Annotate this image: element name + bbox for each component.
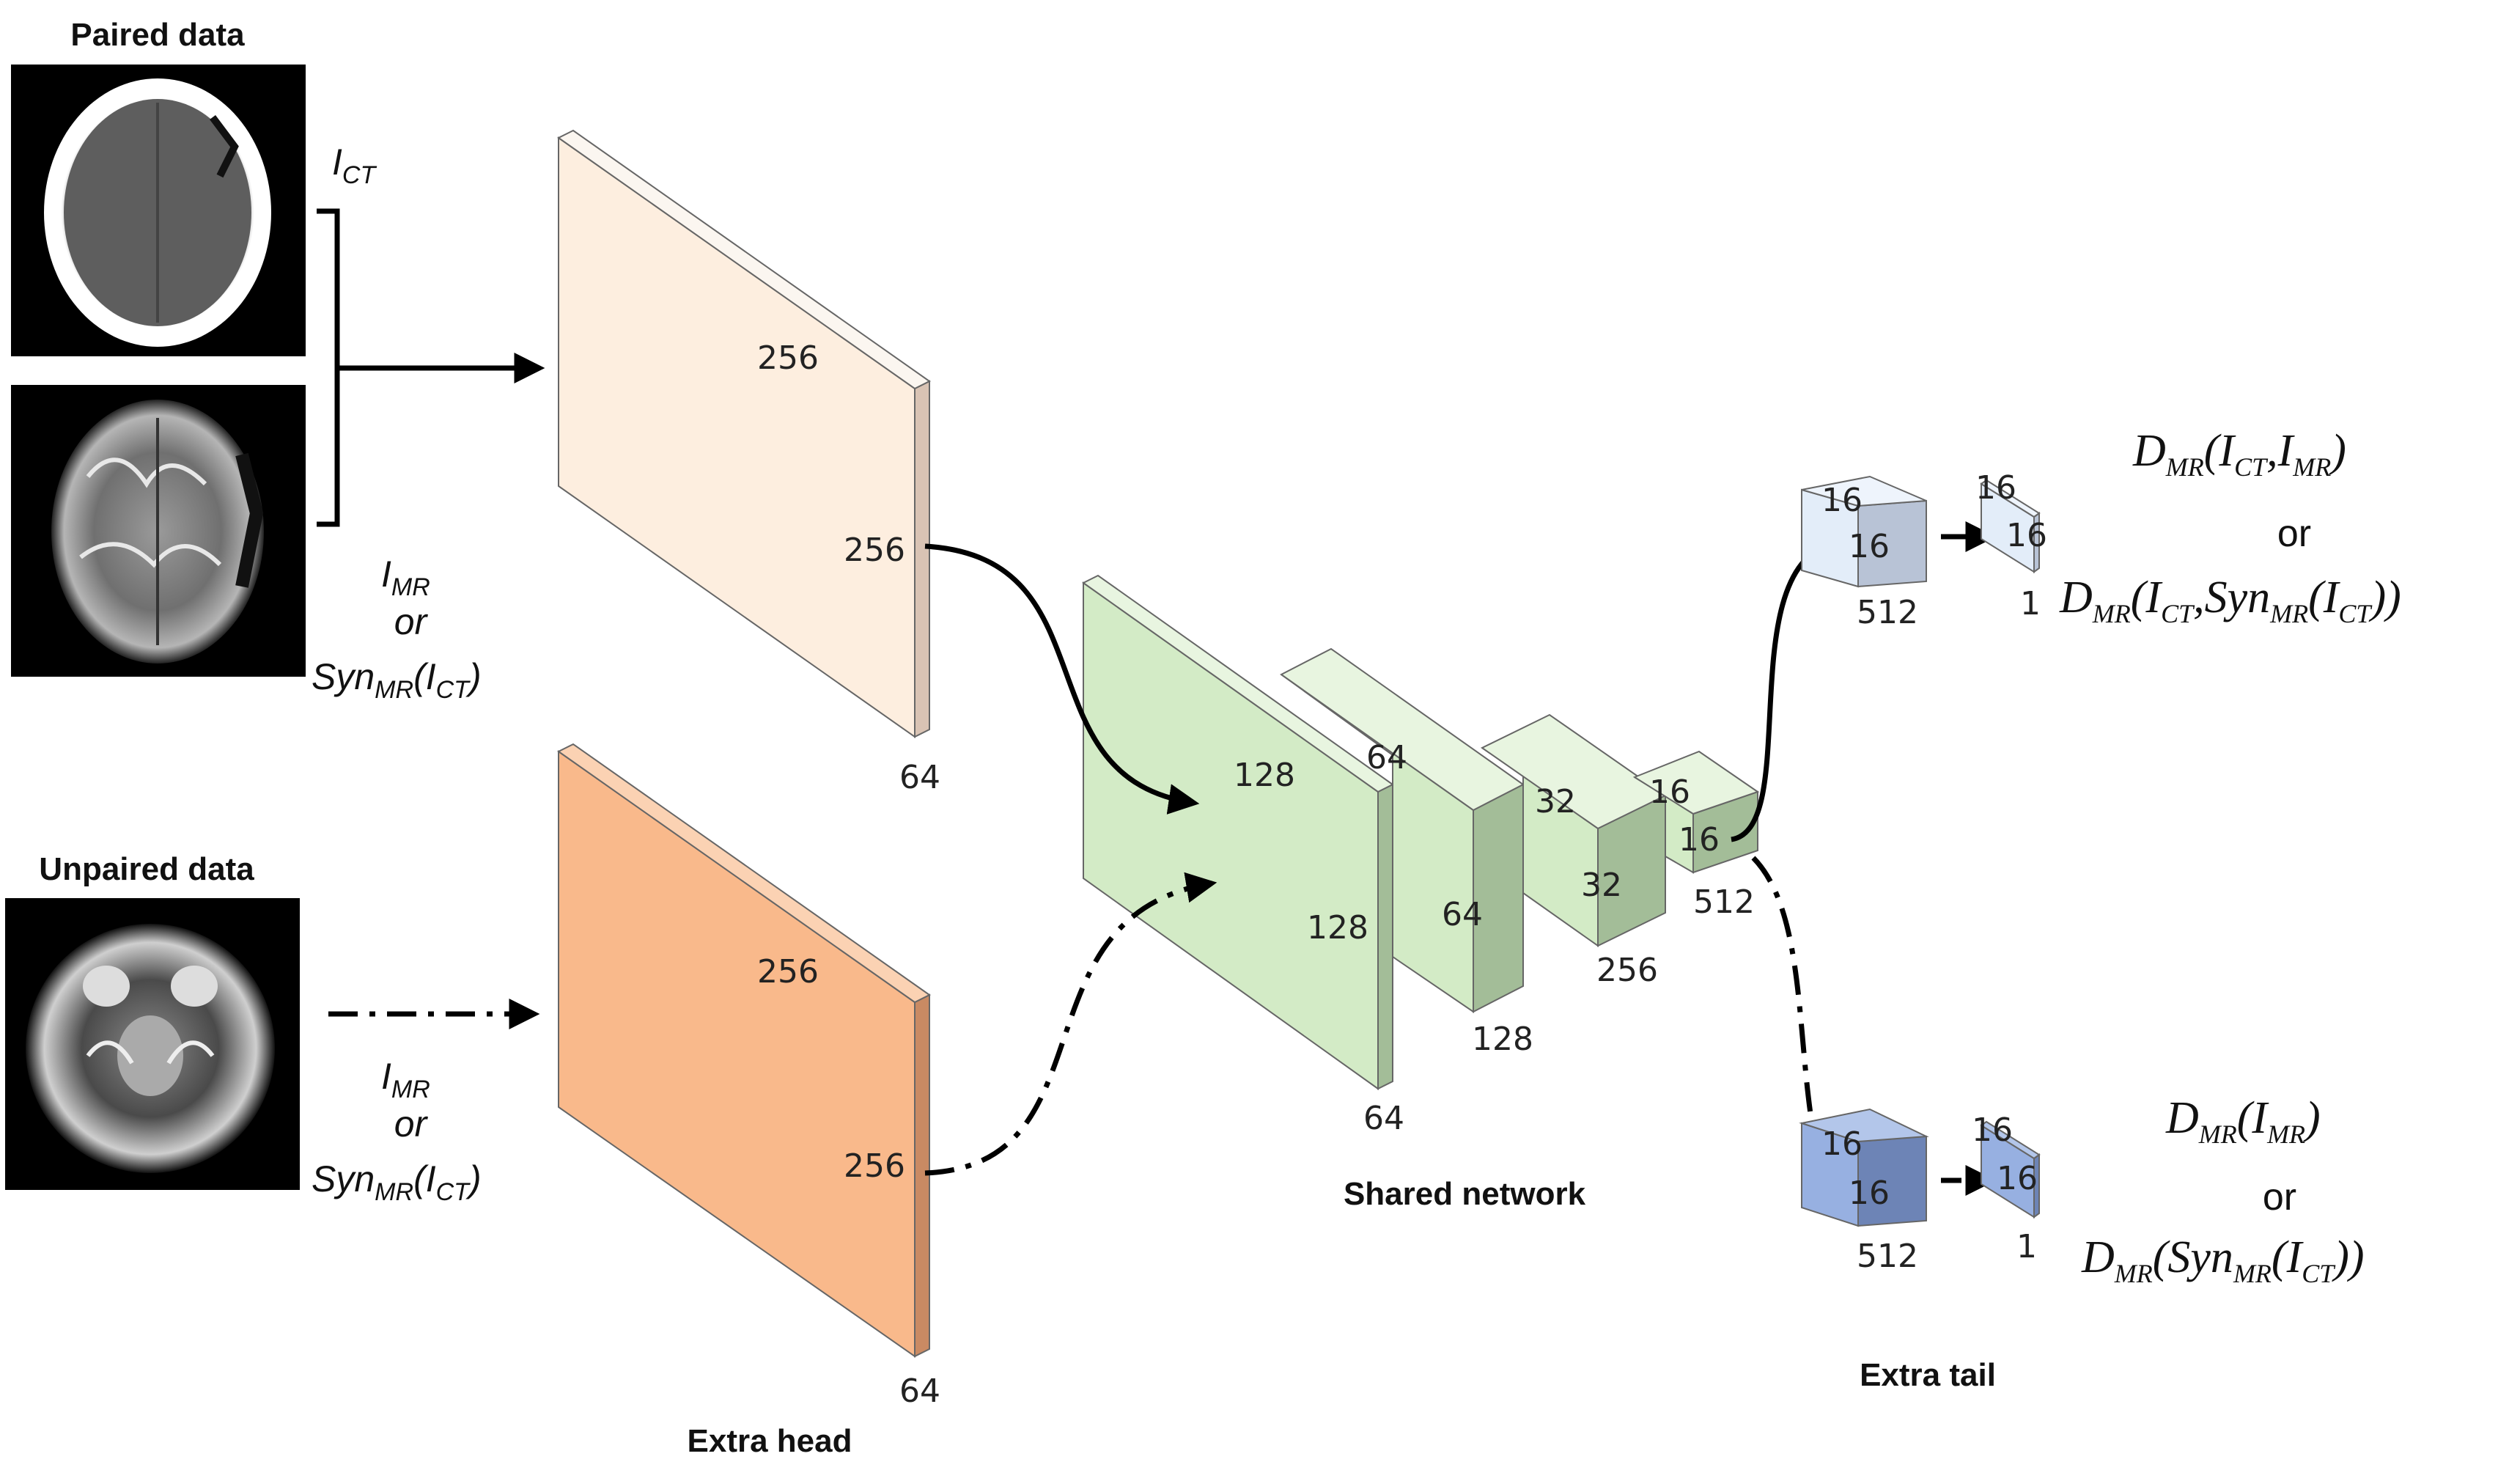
- shared-4-depth: 512: [1693, 883, 1755, 921]
- imr-or-syn-label-unpaired: IMR or SynMR(ICT): [312, 1056, 482, 1206]
- head-paired-depth: 64: [899, 759, 940, 796]
- paired-bracket: [317, 208, 539, 527]
- svg-text:or: or: [394, 1103, 429, 1144]
- tail-unpaired-out-width: 16: [1972, 1111, 2013, 1149]
- extra-head-label: Extra head: [688, 1423, 852, 1459]
- paired-data-label: Paired data: [70, 17, 245, 53]
- head-paired-block: 256 256 64: [557, 129, 940, 796]
- svg-text:DMR(SynMR(ICT)): DMR(SynMR(ICT)): [2081, 1232, 2365, 1288]
- tail-unpaired-output: 16 16 1: [1972, 1111, 2041, 1265]
- formula-unpaired-2: DMR(SynMR(ICT)): [2081, 1232, 2365, 1288]
- formula-unpaired-or: or: [2263, 1176, 2296, 1219]
- tail-unpaired-cube-width: 16: [1821, 1125, 1863, 1163]
- tail-paired-cube-height: 16: [1849, 528, 1890, 565]
- shared-layer-3: 32 32 256: [1481, 713, 1667, 989]
- svg-text:IMR: IMR: [381, 554, 430, 601]
- shared-3-depth: 256: [1596, 952, 1658, 989]
- shared-1-depth: 64: [1363, 1100, 1404, 1137]
- shared-layer-1: 128 128 64: [1082, 574, 1404, 1137]
- head-unpaired-block: 256 256 64: [557, 743, 940, 1410]
- tail-paired-output: 16 16 1: [1975, 469, 2047, 622]
- tail-paired-cube-depth: 512: [1857, 594, 1918, 631]
- shared-4-width: 16: [1649, 773, 1690, 811]
- svg-text:ICT: ICT: [332, 142, 377, 189]
- tail-paired-cube: 16 16 512: [1801, 475, 1927, 631]
- shared-network-label: Shared network: [1344, 1176, 1586, 1212]
- head-paired-top: [557, 129, 931, 390]
- head-unpaired-top: [557, 743, 931, 1004]
- tail-unpaired-out-height: 16: [1997, 1160, 2038, 1197]
- shared-4-height: 16: [1679, 821, 1720, 859]
- head-paired-front: [558, 136, 915, 738]
- formula-paired-2: DMR(ICT,SynMR(ICT)): [2059, 573, 2401, 628]
- tail-paired-cube-width: 16: [1821, 482, 1863, 519]
- head-paired-height: 256: [844, 532, 905, 569]
- shared-2-height: 64: [1442, 896, 1483, 933]
- svg-text:DMR(IMR): DMR(IMR): [2165, 1093, 2321, 1149]
- svg-text:DMR(ICT,SynMR(ICT)): DMR(ICT,SynMR(ICT)): [2059, 573, 2401, 628]
- tail-unpaired-cube: 16 16 512: [1799, 1108, 1929, 1275]
- shared-1-height: 128: [1307, 909, 1368, 947]
- svg-text:SynMR(ICT): SynMR(ICT): [312, 1158, 482, 1206]
- ict-label: ICT: [332, 142, 377, 189]
- head-unpaired-side: [914, 993, 930, 1358]
- extra-tail-label: Extra tail: [1860, 1357, 1996, 1393]
- svg-text:IMR: IMR: [381, 1056, 430, 1103]
- head-paired-side: [914, 380, 930, 738]
- shared-1-width: 128: [1234, 757, 1295, 794]
- tail-unpaired-cube-height: 16: [1849, 1175, 1890, 1212]
- svg-text:or: or: [394, 601, 429, 642]
- formula-paired-1: DMR(ICT,IMR): [2132, 426, 2346, 482]
- mr-scan-image-unpaired: [5, 898, 300, 1190]
- svg-text:SynMR(ICT): SynMR(ICT): [312, 656, 482, 704]
- svg-text:DMR(ICT,IMR): DMR(ICT,IMR): [2132, 426, 2346, 482]
- tail-unpaired-cube-depth: 512: [1857, 1238, 1918, 1275]
- mr-scan-image-paired: [11, 385, 306, 677]
- head-unpaired-height: 256: [844, 1147, 905, 1185]
- head-paired-width: 256: [757, 339, 819, 377]
- tail-paired-out-height: 16: [2006, 517, 2047, 554]
- shared-layer-4: 16 16 512: [1632, 750, 1760, 921]
- head-unpaired-width: 256: [757, 953, 819, 991]
- tail-paired-out-width: 16: [1975, 469, 2016, 507]
- head-unpaired-depth: 64: [899, 1372, 940, 1410]
- shared-3-height: 32: [1581, 867, 1622, 904]
- formula-unpaired-1: DMR(IMR): [2165, 1093, 2321, 1149]
- head-unpaired-front: [558, 750, 915, 1358]
- tail-paired-out-depth: 1: [2020, 585, 2041, 622]
- paired-to-shared-arrow: [924, 543, 1200, 815]
- unpaired-data-label: Unpaired data: [39, 851, 254, 887]
- shared-2-width: 64: [1366, 739, 1407, 776]
- ct-scan-image: [11, 65, 306, 356]
- shared-2-depth: 128: [1472, 1021, 1533, 1058]
- tail-unpaired-out-depth: 1: [2016, 1228, 2037, 1265]
- formula-paired-or: or: [2277, 512, 2311, 555]
- unpaired-to-shared-arrow: [924, 872, 1217, 1176]
- shared-3-width: 32: [1535, 783, 1576, 820]
- shared-layer-2: 64 64 128: [1280, 647, 1533, 1058]
- imr-or-syn-label-paired: IMR or SynMR(ICT): [312, 554, 482, 704]
